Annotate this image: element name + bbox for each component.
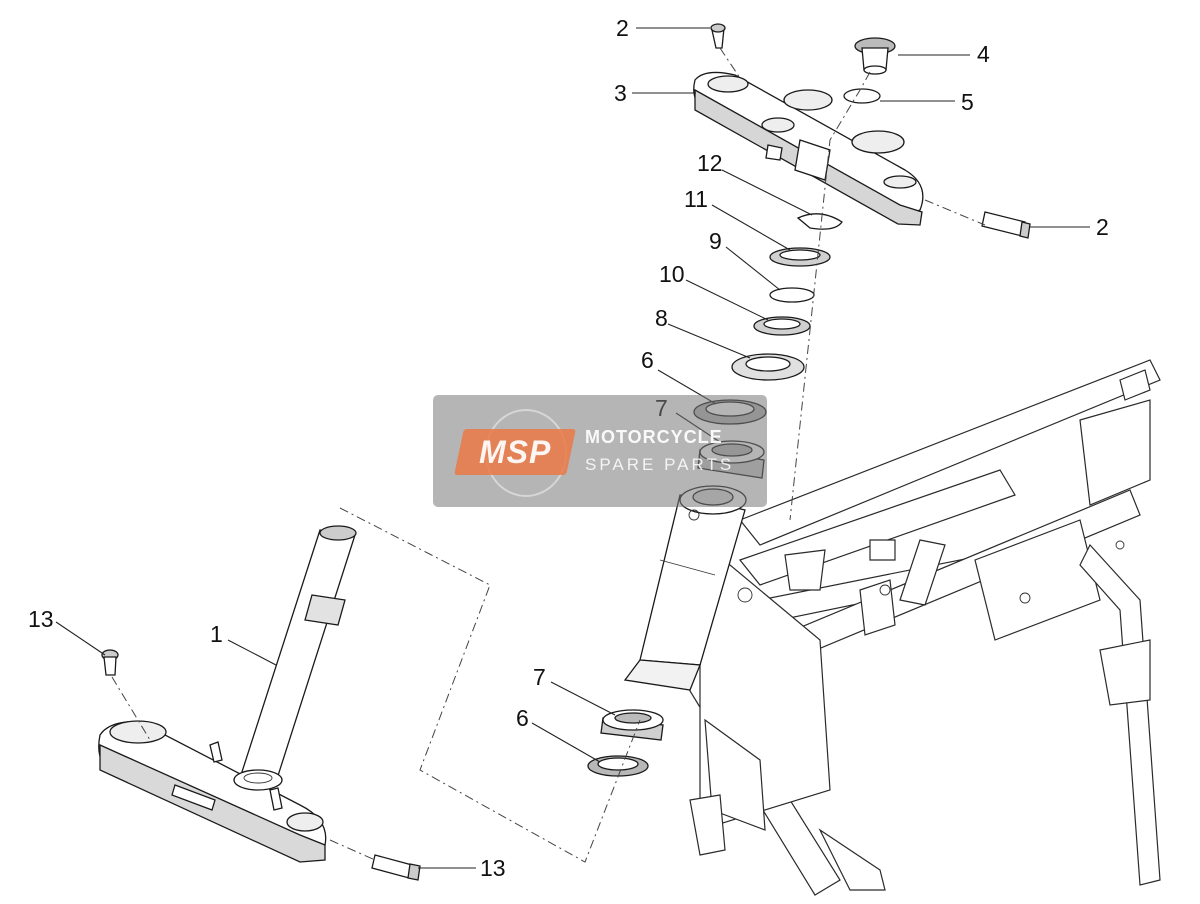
callout-5: 5 xyxy=(961,89,974,115)
race-6-bottom xyxy=(587,755,649,777)
callout-13-bottom: 13 xyxy=(480,855,506,881)
callout-12: 12 xyxy=(697,150,723,176)
assembly-lines xyxy=(111,47,986,863)
washer-5 xyxy=(843,88,881,104)
watermark: MSP MOTORCYCLE SPARE PARTS xyxy=(433,395,767,507)
bolt-2-top xyxy=(710,23,726,49)
callout-13-top: 13 xyxy=(28,606,54,632)
frame-drawing xyxy=(667,359,1161,896)
bolt-2-right xyxy=(981,211,1031,239)
callout-9: 9 xyxy=(709,228,722,254)
bearing-7-bottom xyxy=(600,709,664,741)
upper-triple-clamp xyxy=(693,71,924,226)
callout-6-bottom: 6 xyxy=(516,705,529,731)
watermark-subtitle: SPARE PARTS xyxy=(585,455,735,474)
callout-1: 1 xyxy=(210,621,223,647)
callout-2-right: 2 xyxy=(1096,214,1109,240)
lower-triple-clamp xyxy=(98,720,327,863)
callout-6-top: 6 xyxy=(641,347,654,373)
callout-8: 8 xyxy=(655,305,668,331)
bolt-13-bottom xyxy=(371,854,421,881)
watermark-title: MOTORCYCLE xyxy=(585,427,723,447)
leader-lines xyxy=(55,27,1090,869)
callout-11: 11 xyxy=(684,186,708,212)
dust-cover-8 xyxy=(731,353,805,381)
steering-stem xyxy=(233,525,357,791)
callout-10: 10 xyxy=(659,261,685,287)
callout-7-bottom: 7 xyxy=(533,664,546,690)
callout-3: 3 xyxy=(614,80,627,106)
ring-nut-11 xyxy=(769,247,831,267)
watermark-badge-text: MSP xyxy=(479,434,552,470)
circlip-12 xyxy=(796,213,843,230)
washer-9 xyxy=(769,287,815,303)
callout-4: 4 xyxy=(977,41,990,67)
callout-2-top: 2 xyxy=(616,15,629,41)
ring-nut-10 xyxy=(753,316,811,336)
bolt-13-top xyxy=(101,649,119,676)
cap-4 xyxy=(854,37,896,75)
